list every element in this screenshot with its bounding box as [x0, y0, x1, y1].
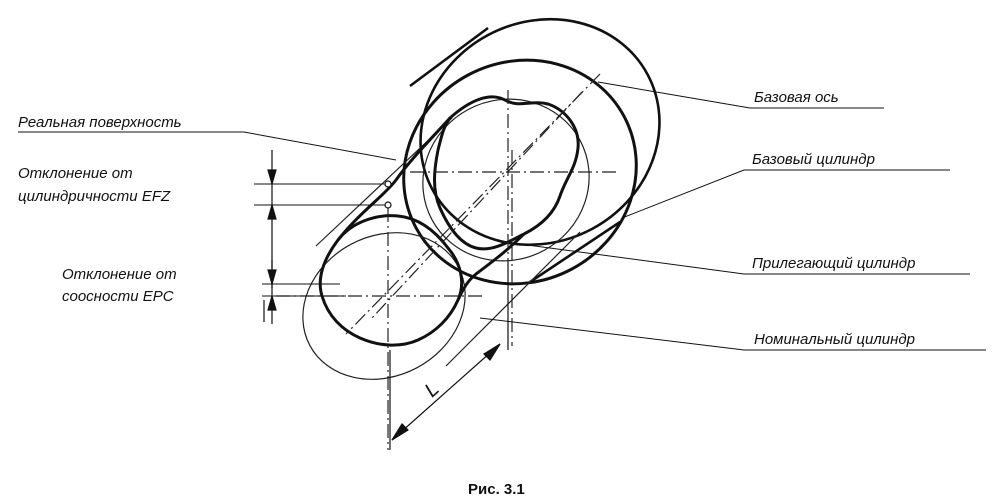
epc-arrow-bottom: [267, 293, 277, 311]
real-surface-back-profile: [433, 95, 580, 251]
real-surface: [318, 95, 580, 347]
leader-nominal-cylinder: [479, 317, 986, 351]
label-efz-line2: цилиндричности EFZ: [18, 188, 171, 205]
real-surface-front-profile: [318, 214, 464, 347]
length-dimension-line: [391, 343, 501, 441]
base-cylinder-lower-generatrix: [529, 220, 621, 284]
efz-arrow-bottom: [267, 202, 277, 220]
label-length: L: [421, 378, 444, 402]
base-cylinder-upper-generatrix: [409, 26, 489, 88]
length-arrow-front: [391, 423, 409, 441]
label-epc-line2: соосности EPC: [62, 288, 174, 305]
base-cylinder: [409, 17, 661, 284]
label-base-cylinder: Базовый цилиндр: [752, 151, 875, 168]
length-dimension: [389, 262, 509, 450]
leader-base-axis: [597, 81, 884, 109]
efz-arrow-top: [267, 169, 277, 187]
nominal-cylinder-lower-generatrix: [445, 231, 581, 367]
label-epc-line1: Отклонение от: [62, 266, 177, 283]
epc-arrow-top: [267, 269, 277, 287]
real-surface-lower-edge: [456, 232, 526, 301]
base-cylinder-back-end: [419, 17, 661, 247]
real-surface-axis-line: [371, 91, 583, 319]
leader-real-surface: [18, 131, 397, 161]
nominal-cylinder-front-end: [302, 232, 466, 380]
label-base-axis: Базовая ось: [754, 89, 839, 106]
efz-point-lower: [384, 201, 392, 209]
leader-lines: [18, 81, 986, 351]
label-efz-line1: Отклонение от: [18, 165, 133, 182]
figure-caption: Рис. 3.1: [468, 481, 525, 498]
adjacent-cylinder-front-end: [402, 58, 638, 286]
label-adjacent-cylinder: Прилегающий цилиндр: [752, 255, 915, 272]
real-surface-upper-edge: [336, 116, 452, 241]
label-real-surface: Реальная поверхность: [18, 114, 182, 131]
nominal-cylinder-back-end: [422, 98, 590, 262]
adjacent-cylinder: [402, 58, 638, 286]
length-arrow-back: [483, 343, 501, 361]
label-nominal-cylinder: Номинальный цилиндр: [754, 331, 915, 348]
leader-base-cylinder: [621, 169, 950, 219]
leader-adjacent-cylinder: [519, 243, 970, 275]
efz-point-upper: [384, 180, 392, 188]
tolerance-dimensions: [263, 150, 392, 324]
